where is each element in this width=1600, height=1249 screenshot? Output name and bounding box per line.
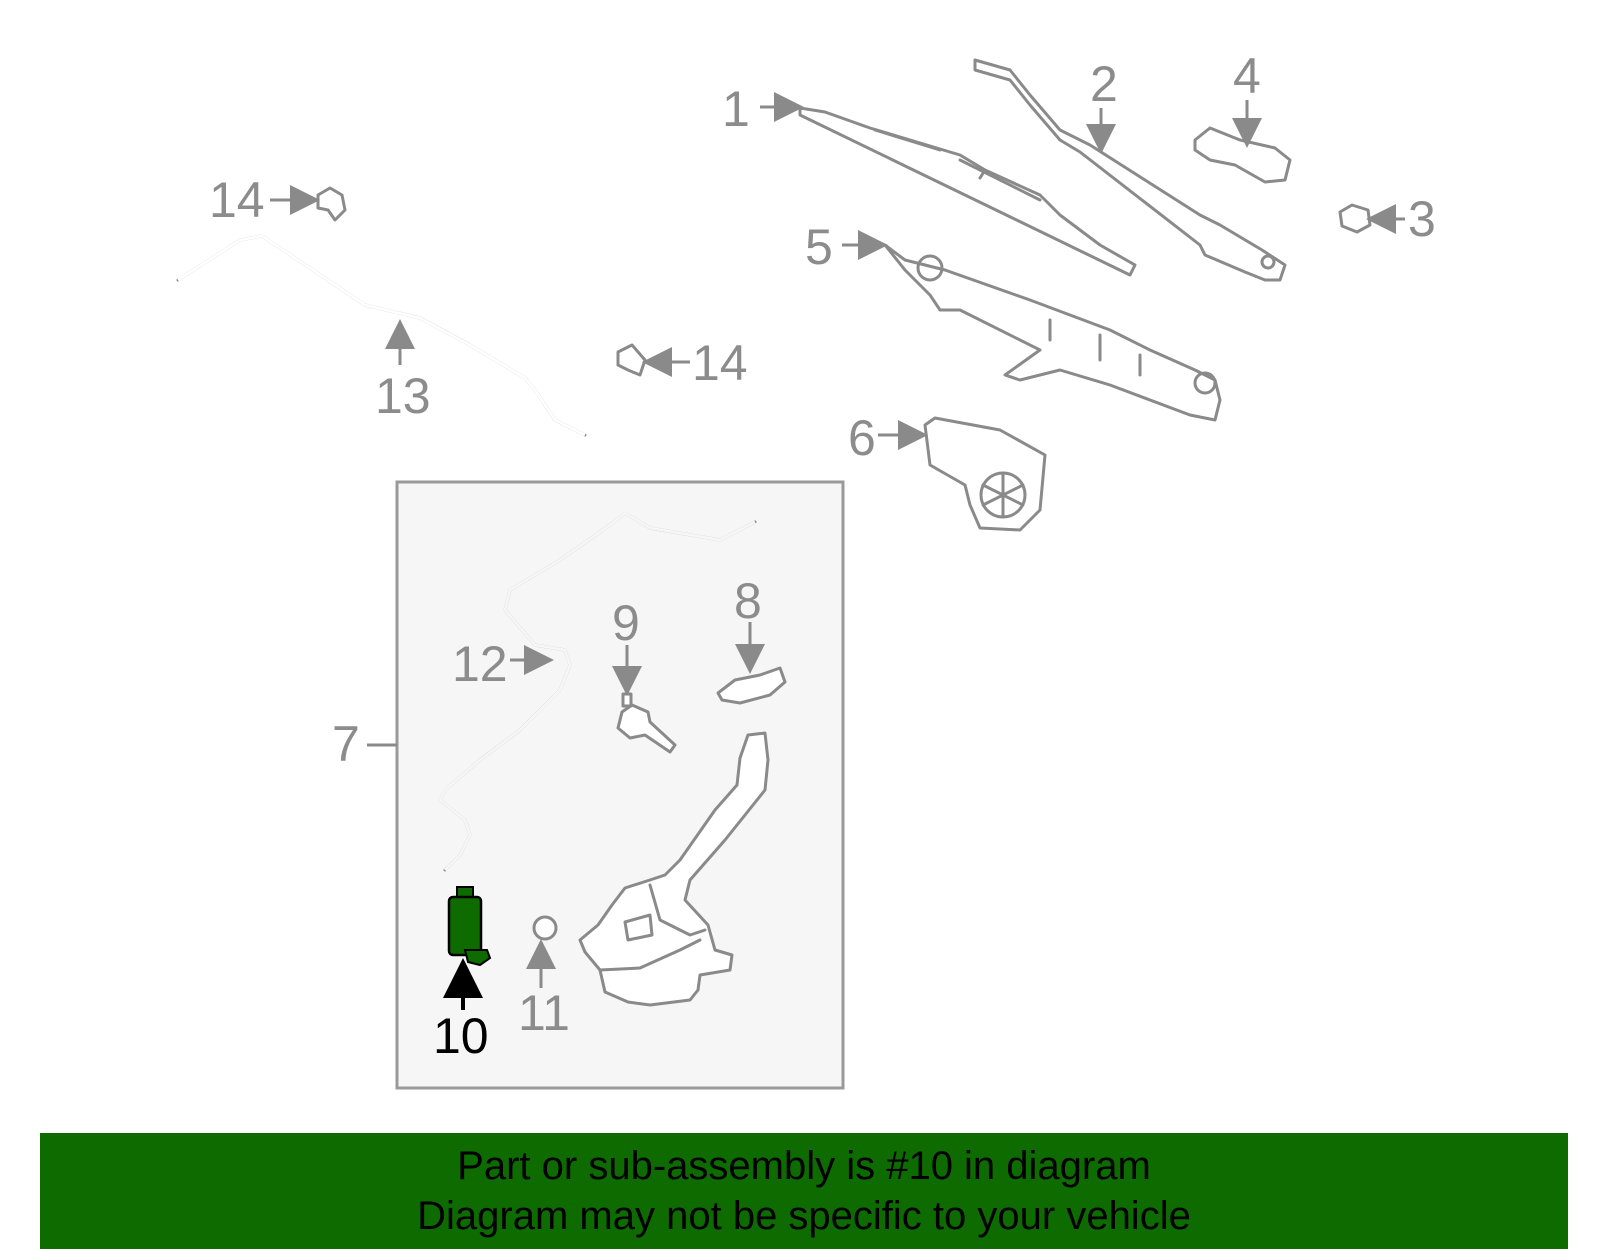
washer-reservoir	[578, 731, 770, 1007]
callout-7: 7	[332, 716, 360, 772]
washer-hose-lower-inner	[438, 511, 756, 872]
callout-14-upper: 14	[209, 172, 265, 228]
callout-2: 2	[1090, 56, 1118, 112]
banner-line-2: Diagram may not be specific to your vehi…	[417, 1194, 1191, 1238]
hose-clip-lower	[616, 343, 647, 377]
callout-1: 1	[722, 81, 750, 137]
callout-4: 4	[1233, 48, 1261, 104]
callout-5: 5	[805, 219, 833, 275]
arm-cap	[1193, 126, 1292, 184]
callout-14-lower: 14	[692, 335, 748, 391]
callout-10: 10	[433, 1008, 489, 1064]
banner-line-1: Part or sub-assembly is #10 in diagram	[457, 1144, 1151, 1188]
wiper-blade	[798, 106, 1137, 277]
callout-6: 6	[848, 410, 876, 466]
callout-13: 13	[375, 368, 431, 424]
callout-11: 11	[518, 985, 570, 1041]
nut	[1338, 203, 1372, 234]
callout-8: 8	[734, 573, 762, 629]
washer-hose-upper-inner	[177, 234, 586, 437]
wiper-motor	[923, 416, 1047, 532]
hose-clip-upper	[316, 186, 347, 222]
callout-12: 12	[452, 636, 508, 692]
callout-9: 9	[612, 595, 640, 651]
wiper-linkage	[883, 243, 1222, 422]
parts-diagram: 1 2 3 4 5 6 7 8 9 10 11 12 13 14 14	[176, 48, 1436, 1090]
grommet	[532, 915, 558, 941]
reservoir-cap	[716, 666, 787, 705]
info-banner: Part or sub-assembly is #10 in diagram D…	[40, 1133, 1568, 1249]
callout-3: 3	[1408, 191, 1436, 247]
wiper-arm	[973, 58, 1287, 282]
